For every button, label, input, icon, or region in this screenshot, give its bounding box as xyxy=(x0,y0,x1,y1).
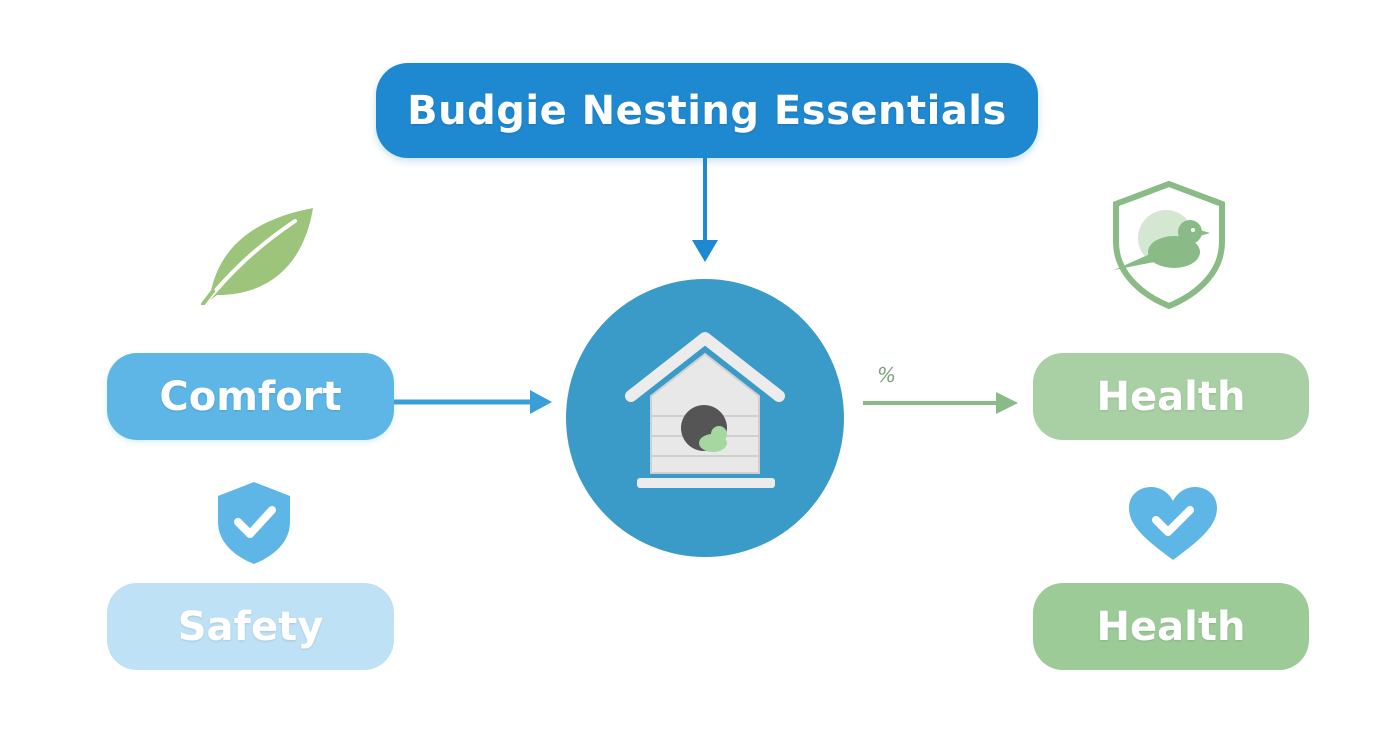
health-node-top: Health xyxy=(1033,353,1309,440)
safety-node: Safety xyxy=(107,583,394,670)
shield-bird-icon xyxy=(1113,180,1225,310)
center-circle xyxy=(566,279,844,557)
bird-icon xyxy=(1114,220,1210,270)
health-label-bottom: Health xyxy=(1096,603,1246,650)
safety-label: Safety xyxy=(177,603,324,650)
comfort-node: Comfort xyxy=(107,353,394,440)
heart-check-icon xyxy=(1129,487,1217,560)
title-box: Budgie Nesting Essentials xyxy=(376,63,1038,158)
health-label-top: Health xyxy=(1096,373,1246,420)
shield-check-icon xyxy=(218,482,290,564)
comfort-to-center-arrow xyxy=(394,390,552,414)
health-node-bottom: Health xyxy=(1033,583,1309,670)
title-to-center-arrow xyxy=(692,158,718,262)
center-to-health-arrow xyxy=(863,392,1018,414)
comfort-label: Comfort xyxy=(159,373,342,420)
diagram-title: Budgie Nesting Essentials xyxy=(407,87,1007,134)
leaf-icon xyxy=(201,208,313,305)
birdhouse-icon xyxy=(625,332,785,488)
edge-label: % xyxy=(877,363,897,387)
